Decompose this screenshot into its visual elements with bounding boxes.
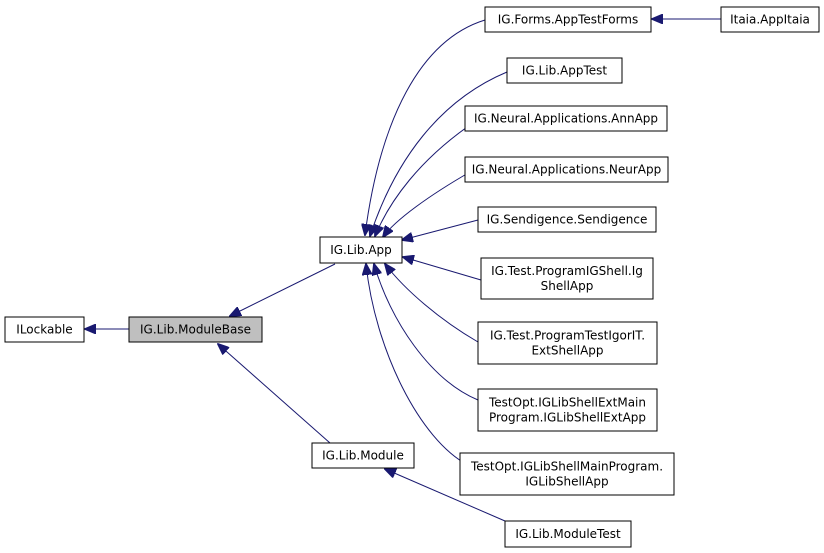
node-label: Program.IGLibShellExtApp [489,411,646,425]
node-label: IG.Neural.Applications.AnnApp [474,112,658,126]
node-ilockable[interactable]: ILockable [4,316,85,343]
edge-module-to-modulebase [218,344,331,444]
edge-moduletest-to-module [385,469,506,522]
node-libshellapp[interactable]: TestOpt.IGLibShellMainProgram.IGLibShell… [459,452,675,496]
node-label: IG.Lib.ModuleBase [140,323,251,337]
node-apptest[interactable]: IG.Lib.AppTest [506,57,623,84]
node-label: IG.Lib.ModuleTest [515,527,621,541]
edge-apptest-to-app [370,71,508,236]
node-label: IG.Lib.AppTest [522,64,607,78]
node-label: ExtShellApp [531,344,603,358]
node-moduletest[interactable]: IG.Lib.ModuleTest [504,520,632,548]
edge-sendigence-to-app [402,219,479,240]
node-modulebase[interactable]: IG.Lib.ModuleBase [128,316,263,343]
edge-libshellapp-to-app [366,264,469,466]
edges [85,19,721,522]
node-libshellextapp[interactable]: TestOpt.IGLibShellExtMainProgram.IGLibSh… [477,388,658,432]
node-label: IGLibShellApp [525,475,608,489]
edge-app-to-modulebase [230,263,336,316]
node-label: IG.Sendigence.Sendigence [487,213,648,227]
node-label: IG.Lib.Module [322,449,404,463]
node-app[interactable]: IG.Lib.App [319,236,403,264]
edge-extshellapp-to-app [385,264,479,343]
edge-neurapp-to-app [383,171,471,237]
node-label: IG.Forms.AppTestForms [498,13,639,27]
nodes: ILockable IG.Lib.ModuleBase IG.Lib.App I… [4,6,820,548]
node-label: IG.Lib.App [330,243,392,257]
node-label: IG.Test.ProgramTestIgorIT. [490,329,645,343]
node-neurapp[interactable]: IG.Neural.Applications.NeurApp [464,156,669,183]
node-apptestforms[interactable]: IG.Forms.AppTestForms [484,6,652,33]
node-label: TestOpt.IGLibShellExtMain [488,396,646,410]
node-appitaia[interactable]: Itaia.AppItaia [720,6,820,33]
edge-annapp-to-app [375,124,471,236]
node-label: TestOpt.IGLibShellMainProgram. [470,460,663,474]
node-label: Itaia.AppItaia [730,13,810,27]
edge-apptestforms-to-app [365,19,486,235]
node-label: ILockable [16,323,72,337]
edge-igshellapp-to-app [403,257,482,281]
node-extshellapp[interactable]: IG.Test.ProgramTestIgorIT.ExtShellApp [477,321,658,365]
node-module[interactable]: IG.Lib.Module [311,442,415,469]
node-label: IG.Neural.Applications.NeurApp [472,163,662,177]
node-annapp[interactable]: IG.Neural.Applications.AnnApp [464,105,668,132]
node-label: ShellApp [541,279,594,293]
node-label: IG.Test.ProgramIGShell.Ig [491,264,643,278]
node-sendigence[interactable]: IG.Sendigence.Sendigence [477,206,657,233]
edge-libshellextapp-to-app [374,264,479,401]
